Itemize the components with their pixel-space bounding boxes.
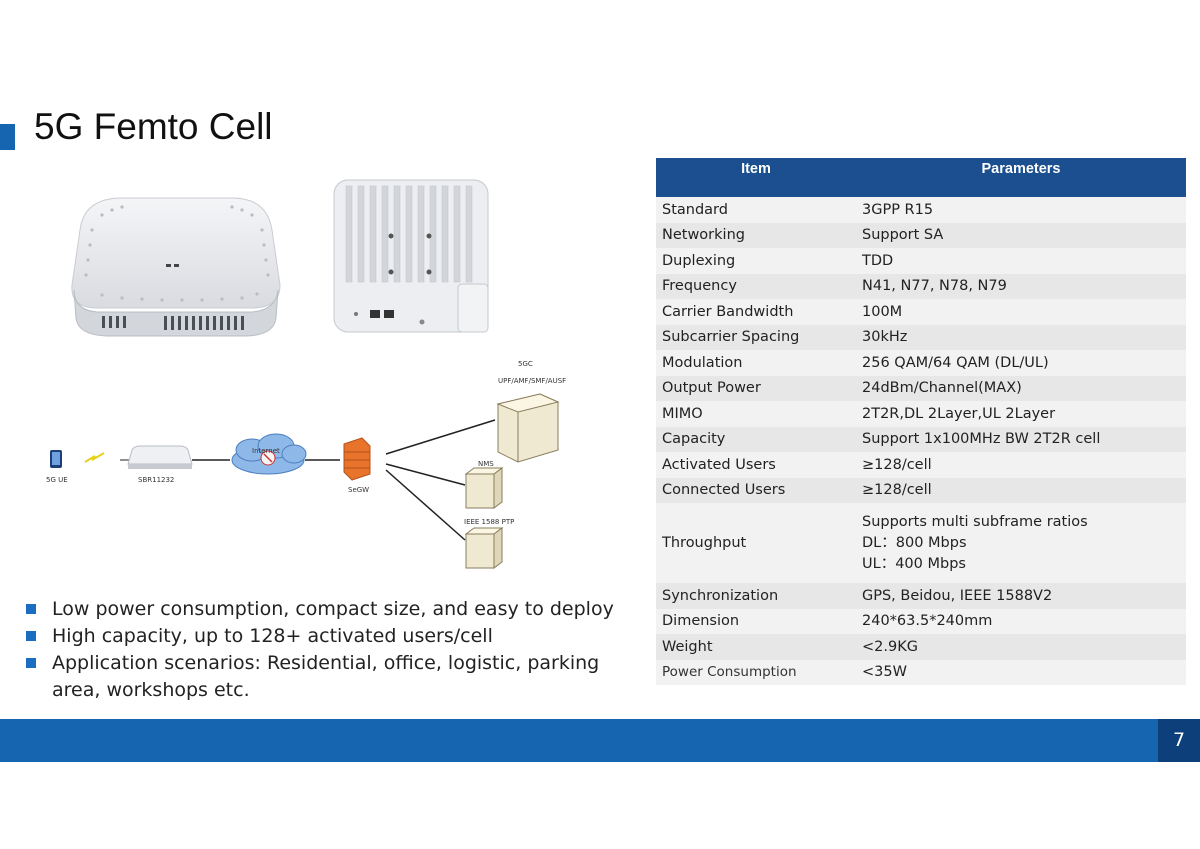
nms-server-icon: [464, 467, 504, 509]
row-value: 2T2R,DL 2Layer,UL 2Layer: [856, 401, 1186, 427]
row-value: 3GPP R15: [856, 197, 1186, 223]
row-value: 30kHz: [856, 324, 1186, 350]
row-value: GPS, Beidou, IEEE 1588V2: [856, 583, 1186, 609]
row-value: 100M: [856, 299, 1186, 325]
list-item: High capacity, up to 128+ activated user…: [26, 623, 626, 650]
row-value: Support SA: [856, 222, 1186, 248]
femto-device-icon: [127, 445, 193, 465]
network-topology-diagram: Internet 5GC UPF/AMF/SMF/AUSF NMS IEEE 1…: [46, 360, 566, 569]
row-item: Power Consumption: [656, 659, 856, 685]
row-item: Capacity: [656, 426, 856, 452]
ptp-label: IEEE 1588 PTP: [464, 518, 514, 526]
row-item: Output Power: [656, 375, 856, 401]
ptp-server-icon: [464, 527, 504, 569]
internet-label: Internet: [252, 447, 280, 455]
row-value: <2.9KG: [856, 634, 1186, 660]
row-item: Standard: [656, 197, 856, 223]
row-item: Subcarrier Spacing: [656, 324, 856, 350]
gateway-label: SeGW: [348, 486, 369, 494]
column-header-parameters: Parameters: [856, 158, 1186, 197]
column-header-item: Item: [656, 158, 856, 197]
row-value: N41, N77, N78, N79: [856, 273, 1186, 299]
internet-cloud-icon: [231, 433, 307, 475]
slide-title: 5G Femto Cell: [34, 106, 273, 147]
core-label: 5GC: [518, 360, 533, 368]
row-item: Synchronization: [656, 583, 856, 609]
wireless-icon: [84, 452, 105, 463]
row-item: Dimension: [656, 608, 856, 634]
row-value: <35W: [856, 659, 1186, 685]
row-item: Throughput: [656, 503, 856, 583]
row-value: 240*63.5*240mm: [856, 608, 1186, 634]
bullet-square-icon: [26, 658, 36, 668]
row-item: Duplexing: [656, 248, 856, 274]
gateway-firewall-icon: [343, 437, 371, 481]
gateway-ptp-link: [385, 469, 466, 541]
footer-bar: 7: [0, 719, 1200, 762]
row-value: 24dBm/Channel(MAX): [856, 375, 1186, 401]
row-value: Support 1x100MHz BW 2T2R cell: [856, 426, 1186, 452]
row-item: Modulation: [656, 350, 856, 376]
row-item: Weight: [656, 634, 856, 660]
bullet-square-icon: [26, 604, 36, 614]
row-value: Supports multi subframe ratios DL：800 Mb…: [856, 503, 1186, 583]
row-value: ≥128/cell: [856, 477, 1186, 503]
row-item: Activated Users: [656, 452, 856, 478]
bullet-square-icon: [26, 631, 36, 641]
device-label: SBR11232: [138, 476, 174, 484]
core-server-icon: [496, 393, 560, 463]
throughput-line: Supports multi subframe ratios: [862, 513, 1088, 530]
femto-cell-front-image: [71, 197, 281, 337]
femto-cell-back-image: [333, 179, 489, 333]
feature-bullet-list: Low power consumption, compact size, and…: [26, 596, 626, 704]
row-item: Connected Users: [656, 477, 856, 503]
page-number: 7: [1158, 719, 1200, 762]
table-row: Power Consumption<35W: [656, 659, 1186, 685]
row-value: ≥128/cell: [856, 452, 1186, 478]
title-accent-bar: [0, 124, 15, 150]
throughput-line: UL：400 Mbps: [862, 555, 966, 572]
row-value: TDD: [856, 248, 1186, 274]
gateway-core-link: [385, 419, 496, 455]
row-item: Carrier Bandwidth: [656, 299, 856, 325]
table-row: Weight<2.9KG: [656, 634, 1186, 660]
table-row: Throughput Supports multi subframe ratio…: [656, 503, 1186, 583]
ue-label: 5G UE: [46, 476, 68, 484]
table-row: Connected Users≥128/cell: [656, 477, 1186, 503]
gateway-nms-link: [385, 463, 466, 486]
row-value: 256 QAM/64 QAM (DL/UL): [856, 350, 1186, 376]
list-item: Low power consumption, compact size, and…: [26, 596, 626, 623]
nms-label: NMS: [478, 460, 494, 468]
throughput-line: DL：800 Mbps: [862, 534, 967, 551]
core-functions-label: UPF/AMF/SMF/AUSF: [498, 377, 566, 385]
row-item: Networking: [656, 222, 856, 248]
list-item: Application scenarios: Residential, offi…: [26, 650, 626, 704]
row-item: Frequency: [656, 273, 856, 299]
row-item: MIMO: [656, 401, 856, 427]
table-header-row: Item Parameters: [656, 158, 1186, 197]
table-row: Activated Users≥128/cell: [656, 452, 1186, 478]
